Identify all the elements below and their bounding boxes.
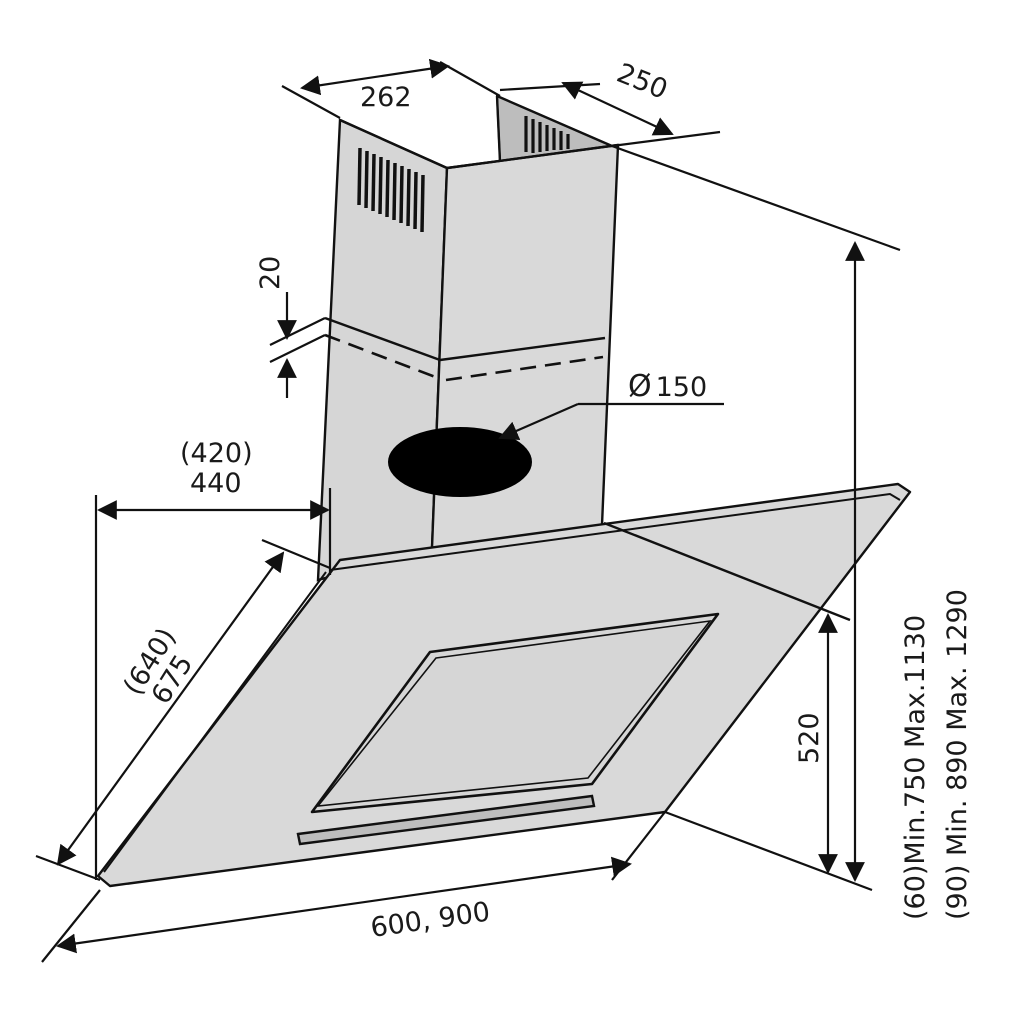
overlap-hidden-line — [324, 333, 439, 380]
vent-grille-icon — [357, 147, 425, 233]
overlap-hidden-line — [445, 355, 604, 382]
front-height-label: 520 — [794, 712, 825, 764]
height-range-90-label: (90) Min. 890 Max. 1290 — [942, 589, 973, 920]
glass-canopy — [96, 482, 912, 888]
chimney — [316, 94, 620, 582]
diameter-symbol: Ø — [628, 369, 652, 404]
chimney-depth-label: 250 — [612, 58, 671, 106]
depth-alt-label: (420) — [180, 438, 253, 469]
chimney-width-label: 262 — [360, 82, 412, 113]
filter-panel — [310, 612, 720, 814]
dimension-lines — [35, 58, 901, 963]
outlet-diameter-value: 150 — [656, 372, 708, 403]
vent-grille-icon — [524, 116, 570, 153]
handle-strip — [296, 794, 596, 846]
height-range-60-label: (60)Min.750 Max.1130 — [900, 615, 931, 920]
depth-label: 440 — [190, 468, 242, 499]
air-outlet-icon — [388, 427, 532, 497]
overlap-label: 20 — [255, 256, 286, 290]
width-label: 600, 900 — [369, 897, 492, 944]
chimney-left-face — [316, 118, 449, 582]
